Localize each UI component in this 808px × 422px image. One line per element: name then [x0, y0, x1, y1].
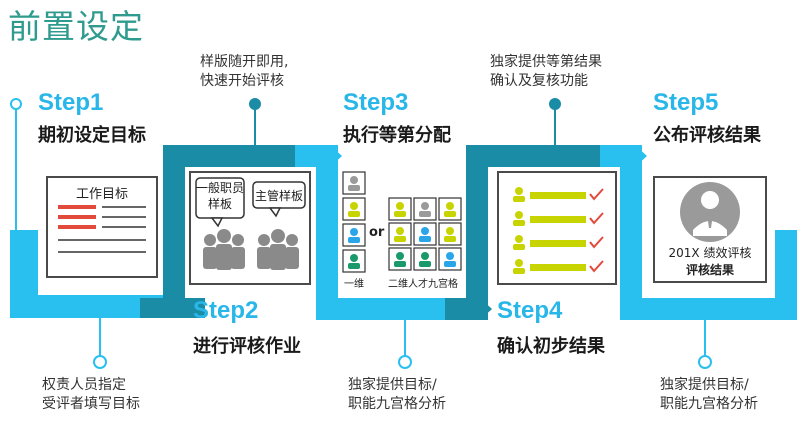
- step4-heading: 确认初步结果: [497, 336, 605, 357]
- note-step1: 权责人员指定 受评者填写目标: [42, 377, 140, 412]
- page-title: 前置设定: [8, 7, 144, 46]
- step5-label: Step5: [653, 89, 719, 116]
- pin-step2: [249, 98, 261, 145]
- step5-heading: 公布评核结果: [653, 125, 761, 146]
- step1-heading: 期初设定目标: [38, 125, 146, 146]
- note-step2: 样版随开即用, 快速开始评核: [200, 54, 289, 89]
- card-templates: [189, 171, 311, 285]
- step2-label: Step2: [193, 297, 259, 324]
- ribbon-track: [10, 145, 797, 320]
- card-grids: [342, 171, 462, 273]
- one-dimension-grid: [342, 171, 366, 273]
- card5-line2: 评核结果: [685, 263, 734, 277]
- card-checklist: [497, 171, 617, 285]
- pin-step4: [549, 98, 561, 145]
- note-step4: 独家提供等第结果 确认及复核功能: [490, 54, 602, 89]
- pin-step5: [698, 320, 712, 369]
- step3-label: Step3: [343, 89, 409, 116]
- step3-heading: 执行等第分配: [343, 125, 451, 146]
- people-group-icon: [203, 229, 299, 270]
- step4-label: Step4: [497, 297, 563, 324]
- step2-heading: 进行评核作业: [193, 336, 301, 357]
- card-work-objective: [46, 176, 158, 278]
- card5-line1: 201X 绩效评核: [668, 246, 752, 260]
- card2-bubble1: 一般职员 样板: [196, 181, 245, 211]
- card1-title: 工作目标: [75, 187, 128, 202]
- card-result: [653, 176, 767, 283]
- pin-step1: [10, 98, 107, 369]
- grid-1d-caption: 一维: [344, 279, 364, 290]
- note-step3: 独家提供目标/ 职能九宫格分析: [348, 377, 446, 412]
- nine-box-grid: [388, 197, 462, 271]
- note-step5: 独家提供目标/ 职能九宫格分析: [660, 377, 758, 412]
- step1-label: Step1: [38, 89, 104, 116]
- or-label: or: [369, 225, 385, 240]
- grid-2d-caption: 二维人才九宫格: [388, 279, 458, 290]
- pin-step3: [398, 320, 412, 369]
- card2-bubble2: 主管样板: [254, 189, 303, 203]
